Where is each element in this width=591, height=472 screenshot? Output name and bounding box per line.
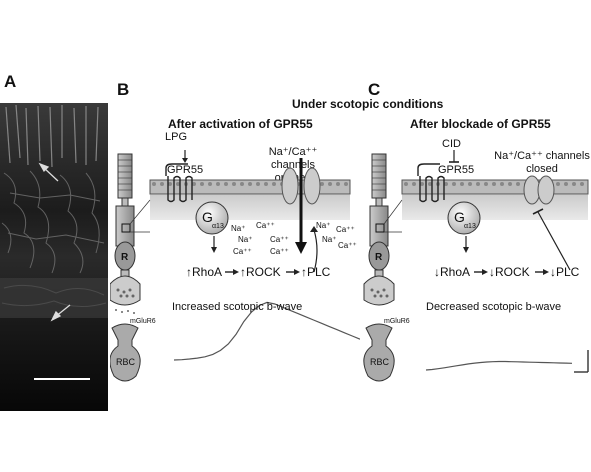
ion-label: Ca⁺⁺: [233, 247, 252, 256]
ligand-label: LPG: [165, 131, 188, 143]
g-protein-label-c: G: [454, 209, 465, 225]
cascade-step-1-c: ↓RhoA: [434, 265, 470, 279]
ion-label: Na⁺: [238, 235, 252, 244]
mglur-label-c: mGluR6: [384, 318, 410, 325]
gpr55-receptor: [167, 175, 193, 203]
cascade-step-2: ↑ROCK: [240, 265, 281, 279]
panel-c-schematic: R mGluR6 RBC G α13 ↓RhoA ↓ROCK ↓PLC: [363, 150, 589, 382]
ion-channel-left: [281, 167, 299, 205]
ion-label: Ca⁺⁺: [336, 225, 355, 234]
bwave-caption-b: Increased scotopic b-wave: [172, 301, 303, 313]
ion-label: Ca⁺⁺: [270, 247, 289, 256]
g-protein-subscript: α13: [212, 223, 224, 230]
g-protein-label: G: [202, 209, 213, 225]
ion-channel-closed-right: [537, 175, 555, 205]
rbc-label-c: RBC: [370, 357, 390, 367]
ion-channel-right: [303, 167, 321, 205]
panel-b-heading: After activation of GPR55: [168, 117, 313, 131]
rbc-label: RBC: [116, 357, 136, 367]
ion-label: Ca⁺⁺: [256, 221, 275, 230]
cascade-step-3: ↑PLC: [301, 265, 331, 279]
mglur-label: mGluR6: [130, 318, 156, 325]
bwave-caption-c: Decreased scotopic b-wave: [426, 301, 562, 313]
arrow-icon: [38, 162, 71, 322]
bwave-trace: [173, 301, 360, 361]
retina-micrograph: [0, 103, 108, 411]
ion-label: Na⁺: [322, 235, 336, 244]
panel-label-b: B: [117, 80, 130, 99]
cell-r-label-c: R: [375, 252, 383, 263]
panel-c-heading: After blockade of GPR55: [410, 117, 551, 131]
g-protein-subscript-c: α13: [464, 223, 476, 230]
panel-b-schematic: R mGluR6 RBC G α13 Na⁺ Ca⁺⁺ Na⁺ Ca⁺⁺ Ca⁺…: [110, 150, 360, 382]
ion-label: Ca⁺⁺: [338, 241, 357, 250]
cascade-step-1: ↑RhoA: [186, 265, 222, 279]
gpr55-receptor-c: [419, 175, 445, 203]
shared-heading: Under scotopic conditions: [292, 97, 444, 111]
cascade-step-3-c: ↓PLC: [550, 265, 580, 279]
blocker-label: CID: [442, 138, 461, 150]
panel-label-c: C: [368, 80, 381, 99]
ion-label: Na⁺: [316, 221, 330, 230]
cell-r-label: R: [121, 252, 129, 263]
receptor-label-c: GPR55: [438, 164, 475, 176]
cascade-step-2-c: ↓ROCK: [489, 265, 530, 279]
receptor-label: GPR55: [167, 164, 204, 176]
ion-label: Na⁺: [231, 224, 245, 233]
ion-label: Ca⁺⁺: [270, 235, 289, 244]
channel-state-label-c: Na⁺/Ca⁺⁺ channels closed: [494, 150, 590, 175]
panel-label-a: A: [4, 72, 17, 91]
bwave-trace-c: [425, 360, 573, 371]
